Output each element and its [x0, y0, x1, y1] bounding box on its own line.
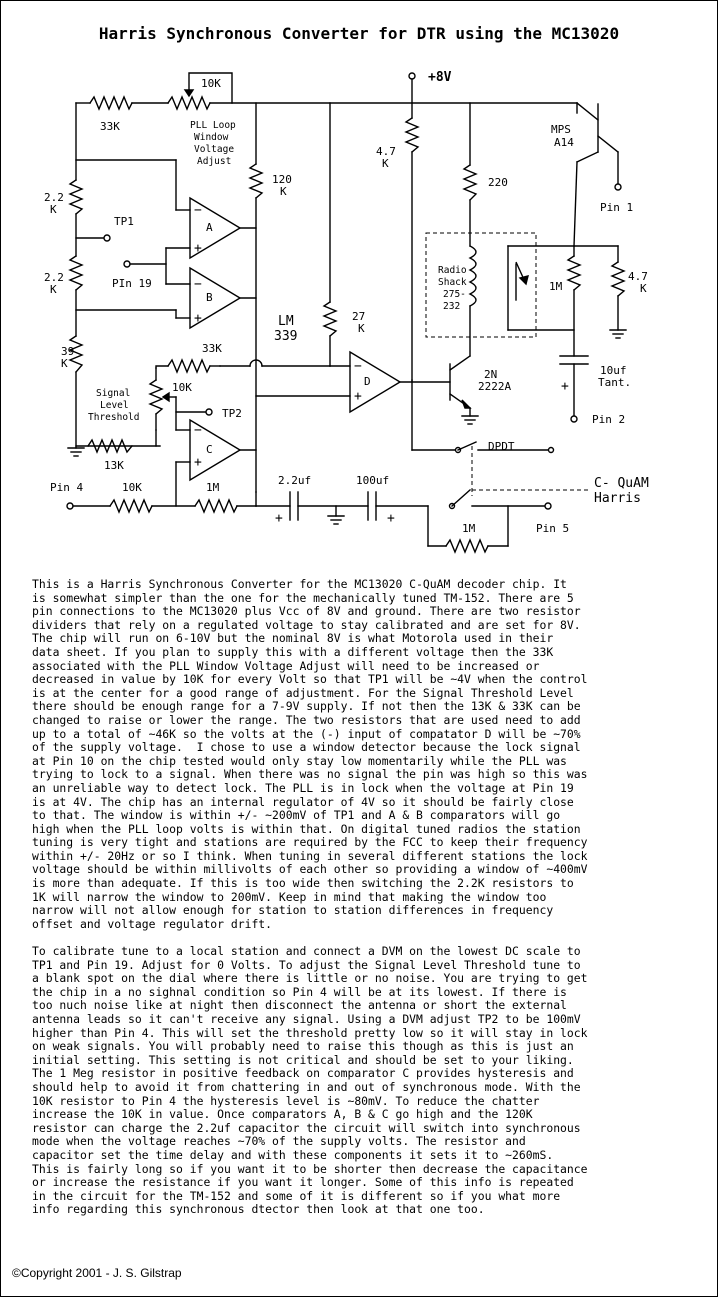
comp-c-label: C — [206, 443, 213, 456]
r-47k-right-label-2: K — [640, 282, 647, 295]
threshold-label-1: Signal — [96, 388, 130, 399]
tp2-label: TP2 — [222, 407, 242, 420]
comp-d-label: D — [364, 375, 371, 388]
cap-22uf-label: 2.2uf — [278, 474, 311, 487]
comp-c-minus: − — [194, 423, 202, 438]
dpdt-label: DPDT — [488, 440, 515, 453]
r-22k-b-label-1: 2.2 — [44, 271, 64, 284]
relay-label-4: 232 — [443, 301, 460, 312]
pot-10k-mid-label: 10K — [172, 381, 192, 394]
r-22k-a-label-1: 2.2 — [44, 191, 64, 204]
page-title: Harris Synchronous Converter for DTR usi… — [98, 24, 620, 43]
comp-b-plus: + — [194, 311, 202, 326]
cap-100uf-plus: + — [387, 511, 395, 526]
cap-10uf-plus: + — [561, 379, 569, 394]
lm339-label-1: LM — [278, 314, 294, 329]
comp-a-plus: + — [194, 241, 202, 256]
r-27k-label-2: K — [358, 322, 365, 335]
relay-label-2: Shack — [438, 277, 467, 288]
r-33k-top-label: 33K — [100, 120, 120, 133]
comp-c-plus: + — [194, 455, 202, 470]
r-27k-label-1: 27 — [352, 310, 365, 323]
r-47k-left-label-1: 4.7 — [376, 145, 396, 158]
pot-window-label-1: PLL Loop — [190, 120, 236, 131]
pin5-label: Pin 5 — [536, 522, 569, 535]
r-47k-left-label-2: K — [382, 157, 389, 170]
comp-d-minus: − — [354, 359, 362, 374]
copyright-notice: ©Copyright 2001 - J. S. Gilstrap — [12, 1266, 182, 1280]
cquam-label-2: Harris — [594, 491, 641, 506]
lm339-label-2: 339 — [274, 329, 297, 344]
relay-label-3: 275- — [443, 289, 466, 300]
comp-a-minus: − — [194, 203, 202, 218]
pin1-label: Pin 1 — [600, 201, 633, 214]
mps-label-2: A14 — [554, 136, 574, 149]
comp-a-label: A — [206, 221, 213, 234]
pin19-label: PIn 19 — [112, 277, 152, 290]
description-paragraph-1: This is a Harris Synchronous Converter f… — [32, 577, 588, 931]
r-39k-label-1: 39 — [61, 345, 74, 358]
cquam-label-1: C- QuAM — [594, 476, 649, 491]
description-text: This is a Harris Synchronous Converter f… — [32, 577, 696, 1231]
pot-10k-top-label: 10K — [201, 77, 221, 90]
r-1m-bottom-label: 1M — [206, 481, 220, 494]
r-1m-pin5-label: 1M — [462, 522, 476, 535]
cap-10uf-label-2: Tant. — [598, 376, 631, 389]
transistor-2n-label-1: 2N — [484, 368, 497, 381]
circuit-schematic: +8V 33K 10K PLL Loop Window Voltage Adju… — [44, 70, 649, 554]
pin2-label: Pin 2 — [592, 413, 625, 426]
r-13k-label: 13K — [104, 459, 124, 472]
comp-b-minus: − — [194, 277, 202, 292]
pot-window-label-2: Window — [194, 132, 229, 143]
comp-b-label: B — [206, 291, 213, 304]
comp-d-plus: + — [354, 389, 362, 404]
pot-window-label-3: Voltage — [194, 144, 234, 155]
transistor-2n-label-2: 2222A — [478, 380, 511, 393]
mps-label-1: MPS — [551, 123, 571, 136]
supply-label: +8V — [428, 70, 452, 85]
r-22k-a-label-2: K — [50, 203, 57, 216]
r-39k-label-2: K — [61, 357, 68, 370]
cap-10uf-label-1: 10uf — [600, 364, 627, 377]
cap-22uf-plus: + — [275, 511, 283, 526]
r-10k-pin4-label: 10K — [122, 481, 142, 494]
r-120k-label-1: 120 — [272, 173, 292, 186]
threshold-label-3: Threshold — [88, 412, 139, 423]
description-paragraph-2: To calibrate tune to a local station and… — [32, 944, 588, 1217]
r-220-label: 220 — [488, 176, 508, 189]
pot-window-label-4: Adjust — [197, 156, 231, 167]
cap-100uf-label: 100uf — [356, 474, 389, 487]
r-22k-b-label-2: K — [50, 283, 57, 296]
r-1m-right-label: 1M — [549, 280, 563, 293]
relay-label-1: Radio — [438, 265, 467, 276]
threshold-label-2: Level — [100, 400, 129, 411]
r-120k-label-2: K — [280, 185, 287, 198]
r-33k-mid-label: 33K — [202, 342, 222, 355]
pin4-label: Pin 4 — [50, 481, 83, 494]
tp1-label: TP1 — [114, 215, 134, 228]
r-47k-right-label-1: 4.7 — [628, 270, 648, 283]
